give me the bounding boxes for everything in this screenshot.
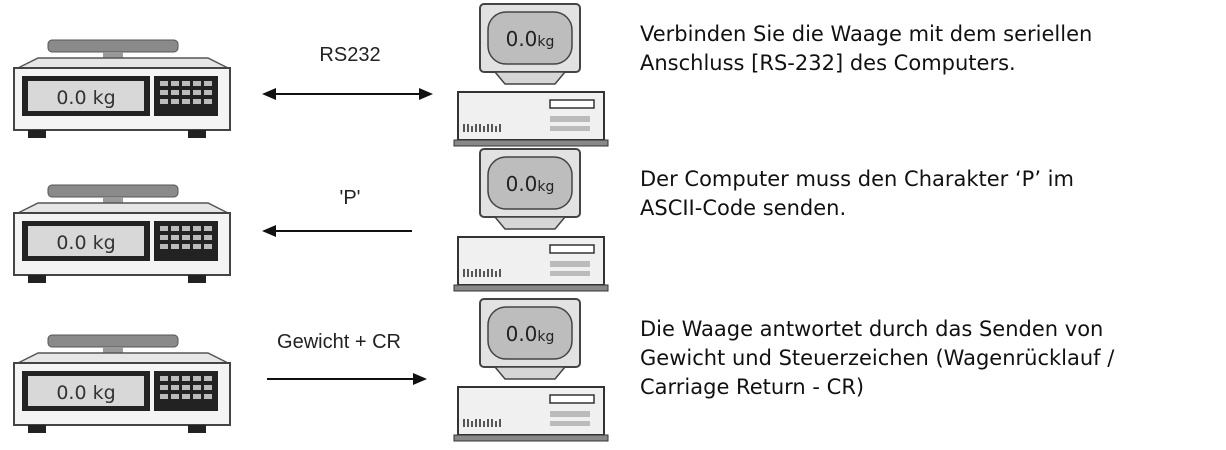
arrow-label-weight-cr: Gewicht + CR [277,331,401,353]
right-arrow [267,373,427,385]
scale-3: 0.0 kg [13,334,231,433]
computer-display-text: 0.0kg [506,172,555,196]
step-1-description: Verbinden Sie die Waage mit dem serielle… [640,20,1220,78]
description-line: Carriage Return - CR) [640,375,865,399]
scale-display-text: 0.0 kg [56,87,115,109]
computer-1: 0.0kg [453,3,609,147]
left-arrow [262,225,412,237]
step-3-row: 0.0 kg Gewicht + CR 0.0kg [0,295,1226,445]
arrow-label-p: 'P' [339,187,361,209]
step-1-row: 0.0 kg RS232 0.0kg [0,0,1226,150]
scale-2: 0.0 kg [13,184,231,283]
description-line: Gewicht und Steuerzeichen (Wagenrücklauf… [640,346,1115,370]
description-line: ASCII-Code senden. [640,196,847,220]
step-2-row: 0.0 kg 'P' 0.0kg [0,145,1226,295]
description-line: Die Waage antwortet durch das Senden von [640,317,1104,341]
scale-display-text: 0.0 kg [56,382,115,404]
computer-2: 0.0kg [453,148,609,292]
description-line: Anschluss [RS-232] des Computers. [640,51,1016,75]
scale-display-text: 0.0 kg [56,232,115,254]
computer-3: 0.0kg [453,298,609,442]
arrow-label-rs232: RS232 [319,44,381,66]
step-3-description: Die Waage antwortet durch das Senden von… [640,315,1220,402]
bidirectional-arrow [262,88,433,100]
computer-display-text: 0.0kg [506,27,555,51]
scale-1: 0.0 kg [13,39,231,138]
computer-display-text: 0.0kg [506,322,555,346]
description-line: Der Computer muss den Charakter ‘P’ im [640,167,1074,191]
description-line: Verbinden Sie die Waage mit dem serielle… [640,22,1093,46]
step-2-description: Der Computer muss den Charakter ‘P’ im A… [640,165,1220,223]
